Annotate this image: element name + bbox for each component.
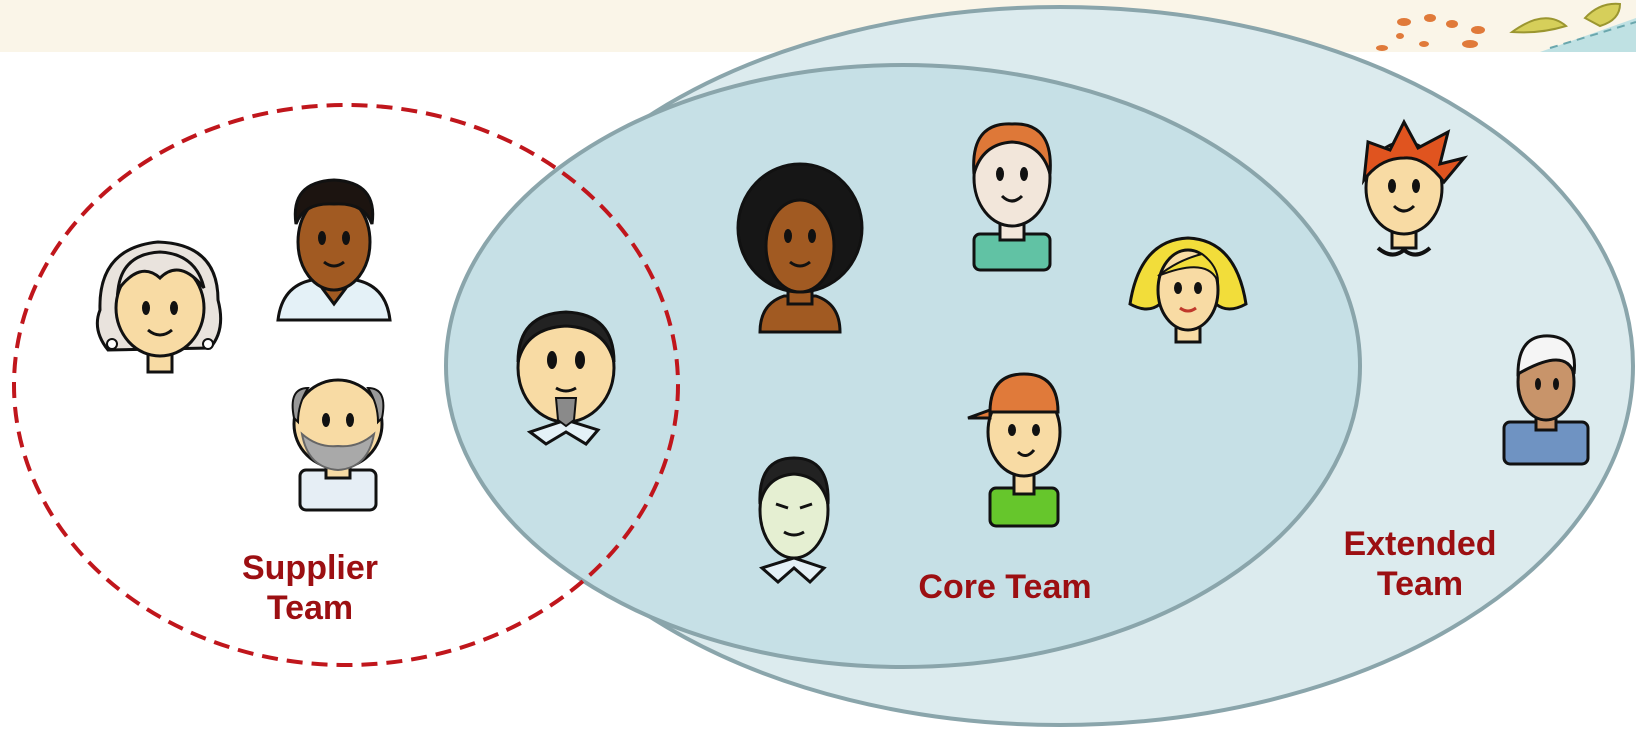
extended-team-label-line1: Extended (1343, 525, 1497, 563)
person-icon (95, 240, 223, 374)
person-icon (276, 178, 392, 322)
core-team-label-text: Core Team (918, 568, 1092, 606)
supplier-team-label: Supplier Team (210, 548, 410, 628)
person-icon (291, 378, 385, 512)
person-icon (758, 456, 830, 585)
person-icon (972, 122, 1052, 272)
person-icon (1502, 334, 1590, 466)
person-icon (1128, 236, 1248, 344)
extended-team-label: Extended Team (1320, 524, 1520, 604)
core-team-ellipse (444, 63, 1362, 669)
extended-team-label-line2: Team (1376, 565, 1464, 603)
supplier-team-ellipse (12, 103, 680, 667)
person-icon (736, 162, 864, 334)
supplier-team-label-line2: Team (266, 589, 354, 627)
supplier-team-label-line1: Supplier (241, 549, 379, 587)
person-icon (516, 310, 616, 446)
person-icon (967, 372, 1062, 528)
decorative-corner-icon (1376, 2, 1636, 52)
core-team-label: Core Team (880, 567, 1130, 607)
person-icon (1361, 118, 1469, 257)
